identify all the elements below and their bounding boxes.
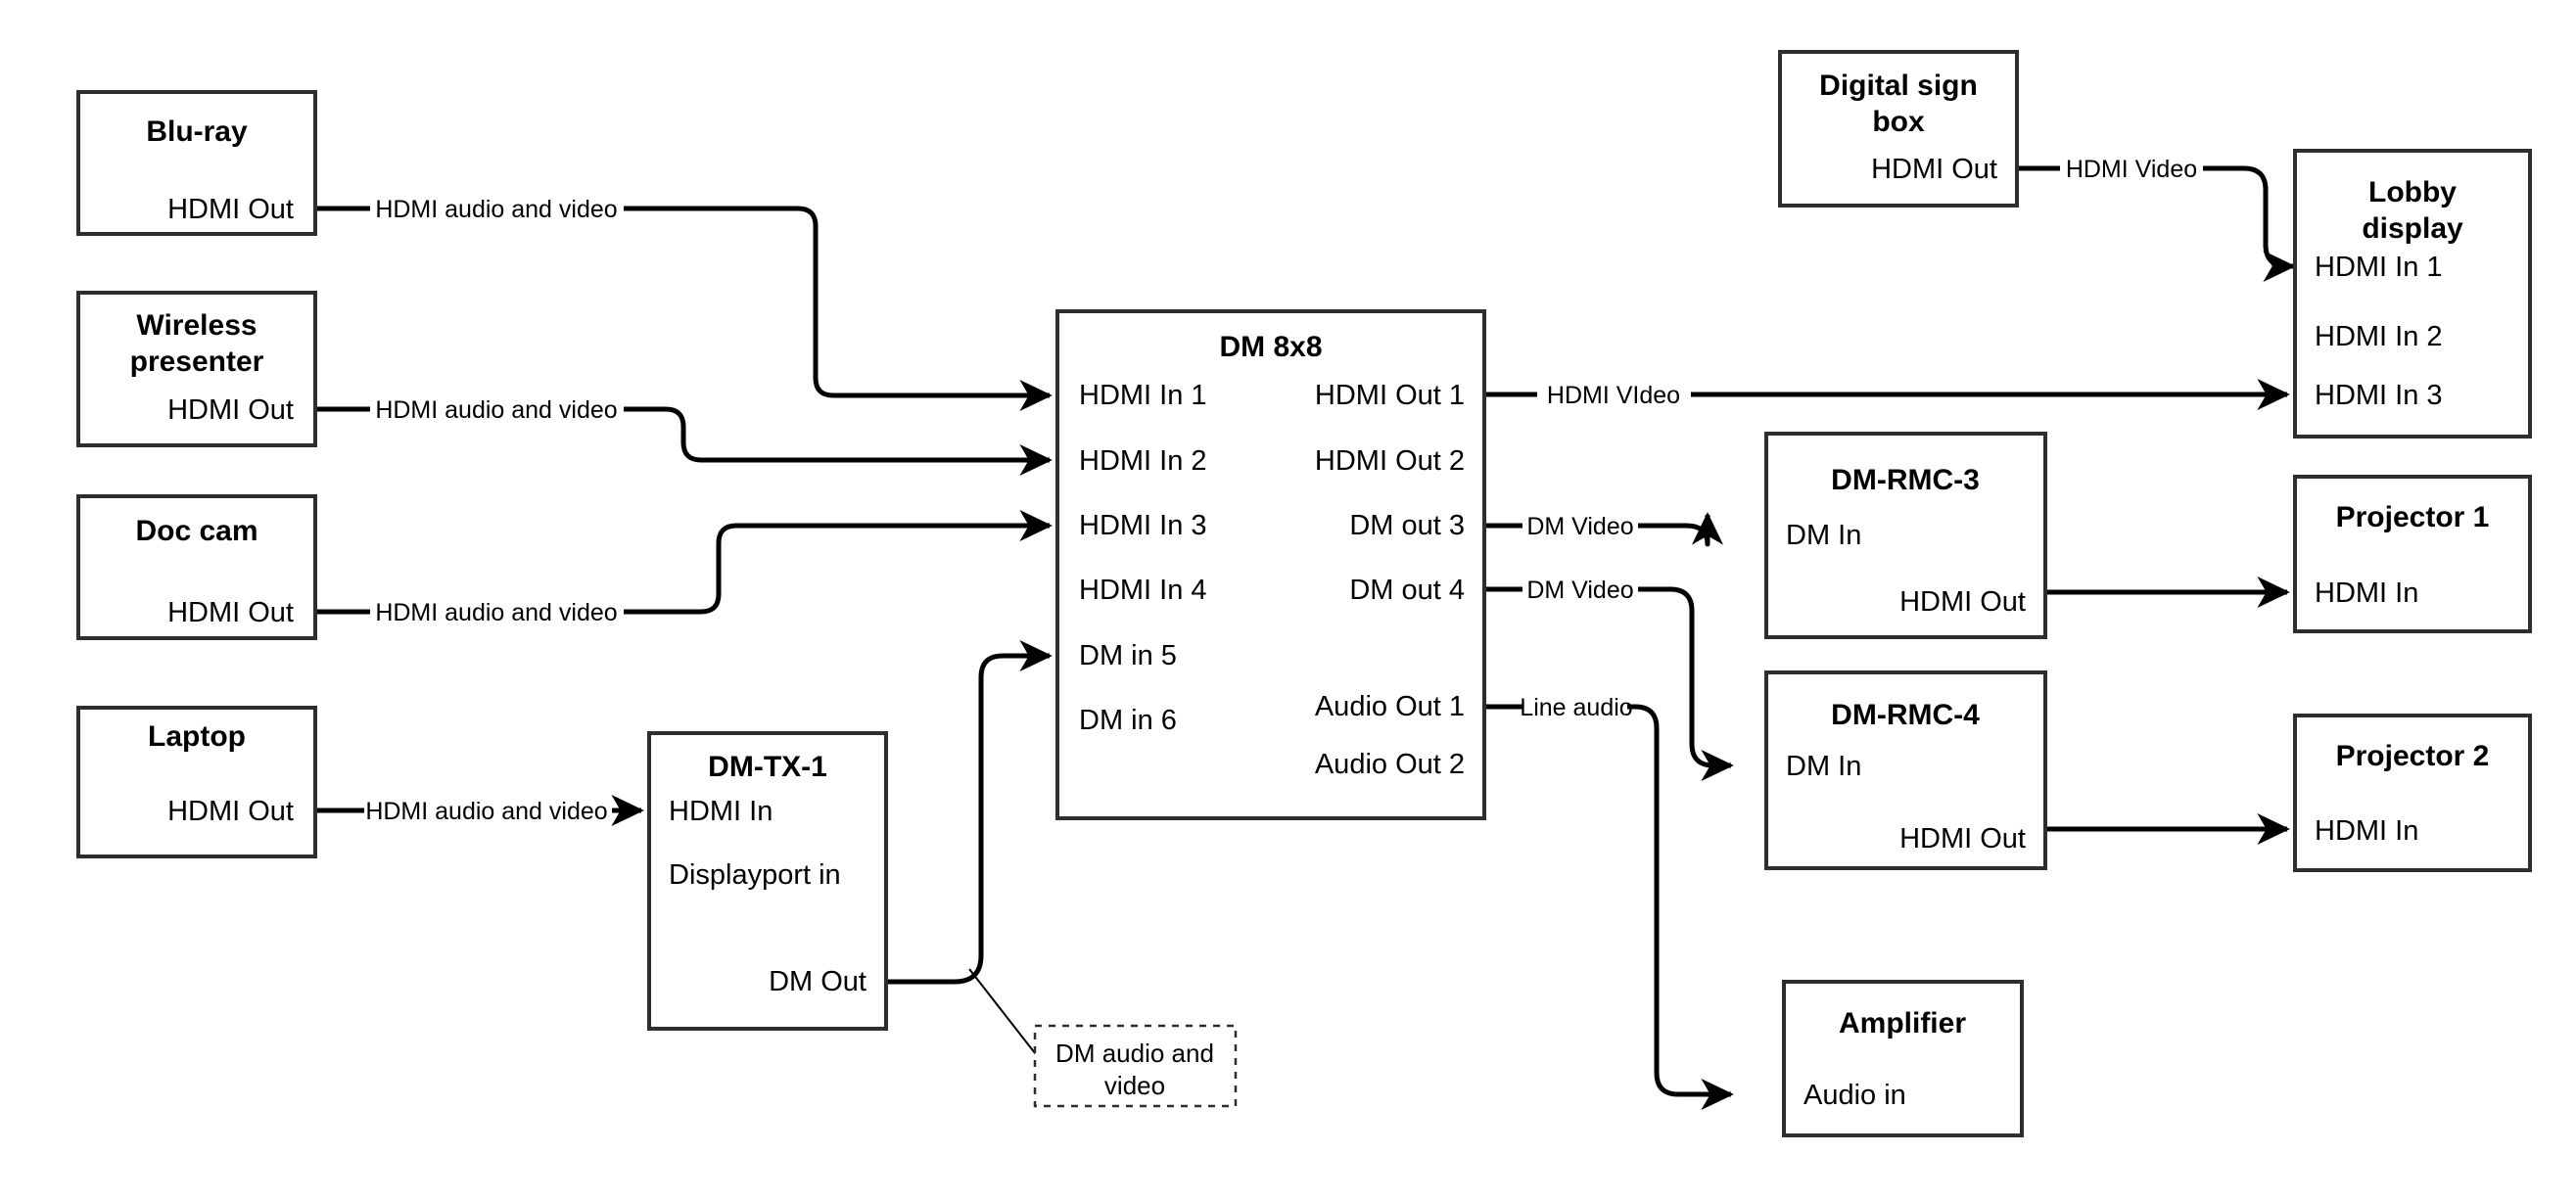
edge-signbox-to-lobby: HDMI Video (2015, 156, 2293, 266)
edge-label-doccam: HDMI audio and video (375, 599, 617, 626)
node-projector-2-box[interactable] (2293, 714, 2532, 872)
node-digital-sign-box-title-line1: Digital sign (1819, 69, 1978, 102)
node-dm-rmc-4-port-hdmi-out: HDMI Out (1899, 823, 2026, 855)
node-bluray-box[interactable] (76, 90, 317, 236)
node-digital-sign-box-title-line2: box (1872, 106, 1925, 138)
node-dm-8x8-port-hdmi-in-4: HDMI In 4 (1079, 575, 1207, 606)
edge-label-laptop: HDMI audio and video (365, 798, 607, 825)
node-wireless-presenter-title-line2: presenter (130, 346, 264, 378)
edge-label-bluray: HDMI audio and video (375, 196, 617, 223)
edge-dm8x8-to-amplifier: Line audio (1484, 694, 1731, 1094)
node-dm-8x8-box[interactable] (1055, 309, 1486, 820)
node-laptop-box[interactable] (76, 706, 317, 858)
node-doc-cam-title: Doc cam (135, 515, 258, 547)
node-bluray-port-hdmi-out: HDMI Out (167, 194, 294, 225)
node-dm-tx-1-title: DM-TX-1 (708, 751, 827, 783)
node-dm-8x8-port-dm-in-5: DM in 5 (1079, 640, 1177, 671)
node-lobby-display-port-hdmi-in-3: HDMI In 3 (2315, 380, 2443, 411)
node-wireless-presenter[interactable]: Wireless presenter HDMI Out (76, 291, 317, 447)
node-dm-tx-1-port-dm-out: DM Out (769, 966, 866, 997)
node-projector-1-port-hdmi-in: HDMI In (2315, 577, 2418, 609)
node-lobby-display-title-line1: Lobby (2368, 176, 2457, 208)
edge-dm8x8-to-lobby: HDMI VIdeo (1484, 382, 2287, 409)
edge-laptop-to-dmtx1: HDMI audio and video (315, 798, 641, 825)
edge-label-wireless: HDMI audio and video (375, 396, 617, 424)
node-amplifier-box[interactable] (1782, 980, 2024, 1137)
callout-leader-line (968, 968, 1047, 1068)
node-wireless-presenter-box[interactable] (76, 291, 317, 447)
node-doc-cam-port-hdmi-out: HDMI Out (167, 597, 294, 628)
edge-label-dm-out4: DM Video (1526, 577, 1633, 604)
node-dm-8x8-port-dm-in-6: DM in 6 (1079, 705, 1177, 736)
node-amplifier[interactable]: Amplifier Audio in (1782, 980, 2024, 1137)
node-wireless-presenter-title-line1: Wireless (136, 309, 257, 342)
node-wireless-presenter-port-hdmi-out: HDMI Out (167, 394, 294, 426)
node-dm-tx-1[interactable]: DM-TX-1 HDMI In Displayport in DM Out (647, 731, 888, 1031)
edge-dm8x8-to-dmrmc3: DM Video (1484, 513, 1708, 544)
node-dm-tx-1-port-displayport-in: Displayport in (669, 859, 841, 891)
node-lobby-display[interactable]: Lobby display HDMI In 1 HDMI In 2 HDMI I… (2293, 149, 2532, 439)
node-dm-rmc-3-box[interactable] (1764, 432, 2047, 639)
node-digital-sign-box-box[interactable] (1778, 50, 2019, 208)
node-doc-cam-box[interactable] (76, 494, 317, 640)
node-dm-8x8-port-hdmi-in-2: HDMI In 2 (1079, 445, 1207, 477)
node-dm-8x8[interactable]: DM 8x8 HDMI In 1 HDMI In 2 HDMI In 3 HDM… (1055, 309, 1486, 820)
edge-wireless-to-dm8x8: HDMI audio and video (315, 396, 1050, 460)
edge-label-dm-out3: DM Video (1526, 513, 1633, 540)
callout-dm-audio-and-video-line2: video (1104, 1071, 1165, 1100)
callout-dm-audio-and-video: DM audio and video (1033, 1024, 1238, 1108)
node-projector-1[interactable]: Projector 1 HDMI In (2293, 475, 2532, 633)
node-amplifier-title: Amplifier (1839, 1007, 1966, 1039)
edge-dmtx1-to-dm8x8 (886, 639, 1053, 985)
edge-label-audio-out1: Line audio (1520, 694, 1632, 721)
node-projector-2-title: Projector 2 (2336, 740, 2490, 772)
node-projector-2[interactable]: Projector 2 HDMI In (2293, 714, 2532, 872)
node-dm-rmc-4-title: DM-RMC-4 (1831, 699, 1980, 731)
node-projector-1-title: Projector 1 (2336, 501, 2490, 533)
callout-dm-audio-and-video-line1: DM audio and (1055, 1039, 1214, 1068)
node-dm-8x8-port-hdmi-out-2: HDMI Out 2 (1315, 445, 1465, 477)
node-dm-8x8-port-audio-out-1: Audio Out 1 (1315, 691, 1465, 722)
node-lobby-display-box[interactable] (2293, 149, 2532, 439)
node-dm-rmc-3-port-hdmi-out: HDMI Out (1899, 586, 2026, 618)
node-bluray-title: Blu-ray (146, 115, 248, 148)
node-laptop[interactable]: Laptop HDMI Out (76, 706, 317, 858)
node-dm-8x8-port-hdmi-in-1: HDMI In 1 (1079, 380, 1207, 411)
node-dm-rmc-3-port-dm-in: DM In (1786, 520, 1861, 551)
node-dm-rmc-4-box[interactable] (1764, 670, 2047, 870)
node-digital-sign-box-port-hdmi-out: HDMI Out (1871, 154, 1997, 185)
node-dm-8x8-port-audio-out-2: Audio Out 2 (1315, 749, 1465, 780)
edge-bluray-to-dm8x8: HDMI audio and video (315, 196, 1050, 395)
node-dm-8x8-port-dm-out-3: DM out 3 (1349, 510, 1465, 541)
edge-dm8x8-to-dmrmc4: DM Video (1484, 577, 1731, 765)
node-projector-1-box[interactable] (2293, 475, 2532, 633)
node-dm-rmc-3-title: DM-RMC-3 (1831, 464, 1980, 496)
node-dm-rmc-4[interactable]: DM-RMC-4 DM In HDMI Out (1764, 670, 2047, 870)
node-dm-tx-1-port-hdmi-in: HDMI In (669, 796, 773, 827)
node-doc-cam[interactable]: Doc cam HDMI Out (76, 494, 317, 640)
node-dm-8x8-port-hdmi-out-1: HDMI Out 1 (1315, 380, 1465, 411)
node-digital-sign-box[interactable]: Digital sign box HDMI Out (1778, 50, 2019, 208)
node-laptop-port-hdmi-out: HDMI Out (167, 796, 294, 827)
node-projector-2-port-hdmi-in: HDMI In (2315, 815, 2418, 847)
node-lobby-display-port-hdmi-in-1: HDMI In 1 (2315, 252, 2443, 283)
callout-dm-audio-and-video-box (1033, 1024, 1238, 1108)
node-dm-8x8-title: DM 8x8 (1219, 331, 1322, 363)
node-dm-8x8-port-hdmi-in-3: HDMI In 3 (1079, 510, 1207, 541)
edge-label-hdmi-out1: HDMI VIdeo (1547, 382, 1680, 409)
node-laptop-title: Laptop (148, 720, 246, 753)
node-amplifier-port-audio-in: Audio in (1803, 1080, 1906, 1111)
edge-label-signbox: HDMI Video (2066, 156, 2197, 183)
node-dm-tx-1-box[interactable] (647, 731, 888, 1031)
node-lobby-display-port-hdmi-in-2: HDMI In 2 (2315, 321, 2443, 352)
node-lobby-display-title-line2: display (2362, 212, 2463, 245)
node-dm-rmc-3[interactable]: DM-RMC-3 DM In HDMI Out (1764, 432, 2047, 639)
node-dm-rmc-4-port-dm-in: DM In (1786, 751, 1861, 782)
node-dm-8x8-port-dm-out-4: DM out 4 (1349, 575, 1465, 606)
node-bluray[interactable]: Blu-ray HDMI Out (76, 90, 317, 236)
edge-doccam-to-dm8x8: HDMI audio and video (315, 526, 1050, 626)
